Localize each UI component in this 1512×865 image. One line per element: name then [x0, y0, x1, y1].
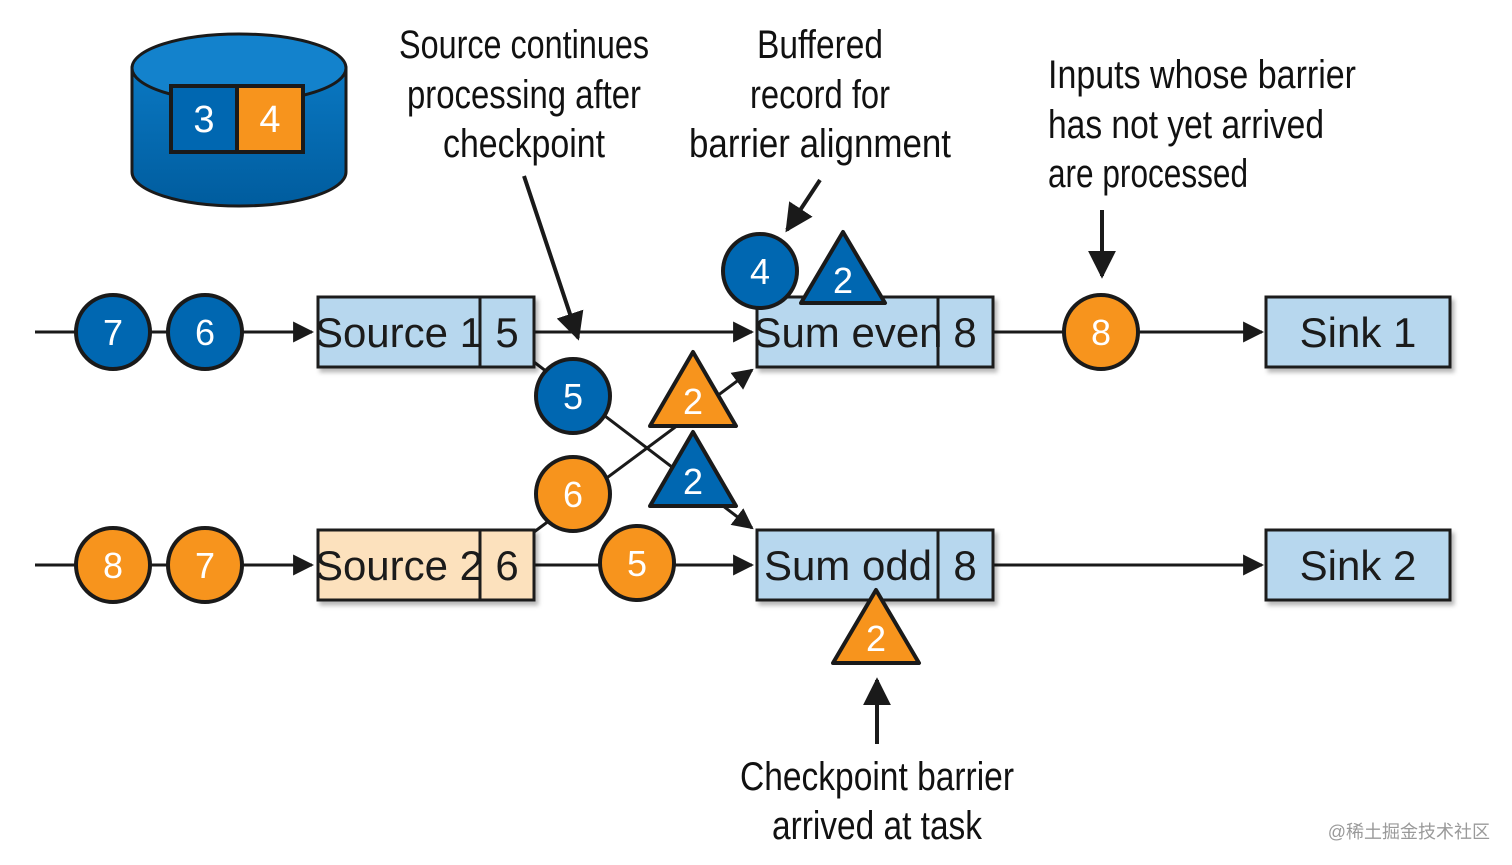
task-sink-1	[1264, 295, 1452, 369]
input1-record-7: 7	[74, 293, 152, 371]
annotation-inputs-processed: Inputs whose barrier has not yet arrived…	[1048, 53, 1356, 196]
source-2-label: Source 2	[315, 542, 483, 589]
svg-text:processing after: processing after	[407, 73, 641, 117]
source-1-label: Source 1	[315, 309, 483, 356]
source1-record-5: 5	[534, 357, 612, 435]
svg-text:has not yet arrived: has not yet arrived	[1048, 103, 1324, 147]
sum-even-state: 8	[953, 309, 976, 356]
task-sum-even	[755, 295, 995, 369]
state-value-box-orange	[235, 84, 305, 154]
svg-text:Source continues: Source continues	[399, 23, 649, 67]
task-source-1	[316, 295, 536, 369]
state-value-4: 4	[259, 99, 280, 141]
barrier-blue-to-sum-odd: 2	[648, 430, 738, 508]
svg-text:Buffered: Buffered	[757, 23, 883, 67]
barrier-orange-to-sum-even: 2	[648, 350, 738, 428]
input2-record-7: 7	[166, 526, 244, 604]
task-sink-2	[1264, 528, 1452, 602]
annotation-checkpoint-arrived: Checkpoint barrier arrived at task	[740, 755, 1014, 848]
svg-text:8: 8	[1091, 312, 1111, 353]
svg-text:7: 7	[195, 545, 215, 586]
svg-text:6: 6	[563, 474, 583, 515]
annotation-arrows	[522, 175, 1116, 744]
source-continues-arrow	[522, 175, 584, 341]
source2-record-6: 6	[534, 455, 612, 533]
svg-text:Inputs whose barrier: Inputs whose barrier	[1048, 53, 1356, 97]
svg-text:2: 2	[866, 618, 886, 659]
source2-record-5: 5	[598, 524, 676, 602]
sum-even-output-record-8: 8	[1062, 293, 1140, 371]
annotation-source-continues: Source continues processing after checkp…	[399, 23, 649, 166]
sink-2-label: Sink 2	[1300, 542, 1417, 589]
barrier-on-sum-odd: 2	[831, 588, 921, 665]
svg-text:barrier alignment: barrier alignment	[689, 122, 951, 166]
svg-text:5: 5	[627, 543, 647, 584]
input2-record-8: 8	[74, 526, 152, 604]
annotation-buffered-record: Buffered record for barrier alignment	[689, 23, 951, 166]
source-1-state: 5	[495, 309, 518, 356]
input1-record-6: 6	[166, 293, 244, 371]
svg-text:6: 6	[195, 312, 215, 353]
svg-text:7: 7	[103, 312, 123, 353]
svg-text:2: 2	[833, 260, 853, 301]
sink-1-label: Sink 1	[1300, 309, 1417, 356]
task-source-2	[316, 528, 536, 602]
svg-text:5: 5	[563, 376, 583, 417]
svg-text:record for: record for	[750, 73, 890, 117]
svg-text:arrived at task: arrived at task	[772, 804, 983, 848]
buffered-record-arrow	[785, 178, 822, 233]
sum-odd-label: Sum odd	[764, 542, 932, 589]
barrier-on-sum-even: 2	[799, 230, 887, 305]
svg-text:2: 2	[683, 461, 703, 502]
svg-text:2: 2	[683, 381, 703, 422]
state-value-3: 3	[193, 99, 214, 141]
svg-text:are processed: are processed	[1048, 152, 1248, 196]
sum-even-label: Sum even	[753, 309, 942, 356]
svg-text:checkpoint: checkpoint	[443, 122, 605, 166]
svg-text:8: 8	[103, 545, 123, 586]
buffered-record-4: 4	[721, 232, 799, 310]
state-store-database-icon: 3 4	[130, 32, 348, 208]
sum-odd-state: 8	[953, 542, 976, 589]
svg-text:4: 4	[750, 251, 770, 292]
watermark: @稀土掘金技术社区	[1328, 822, 1490, 842]
svg-text:Checkpoint barrier: Checkpoint barrier	[740, 755, 1014, 799]
source-2-state: 6	[495, 542, 518, 589]
